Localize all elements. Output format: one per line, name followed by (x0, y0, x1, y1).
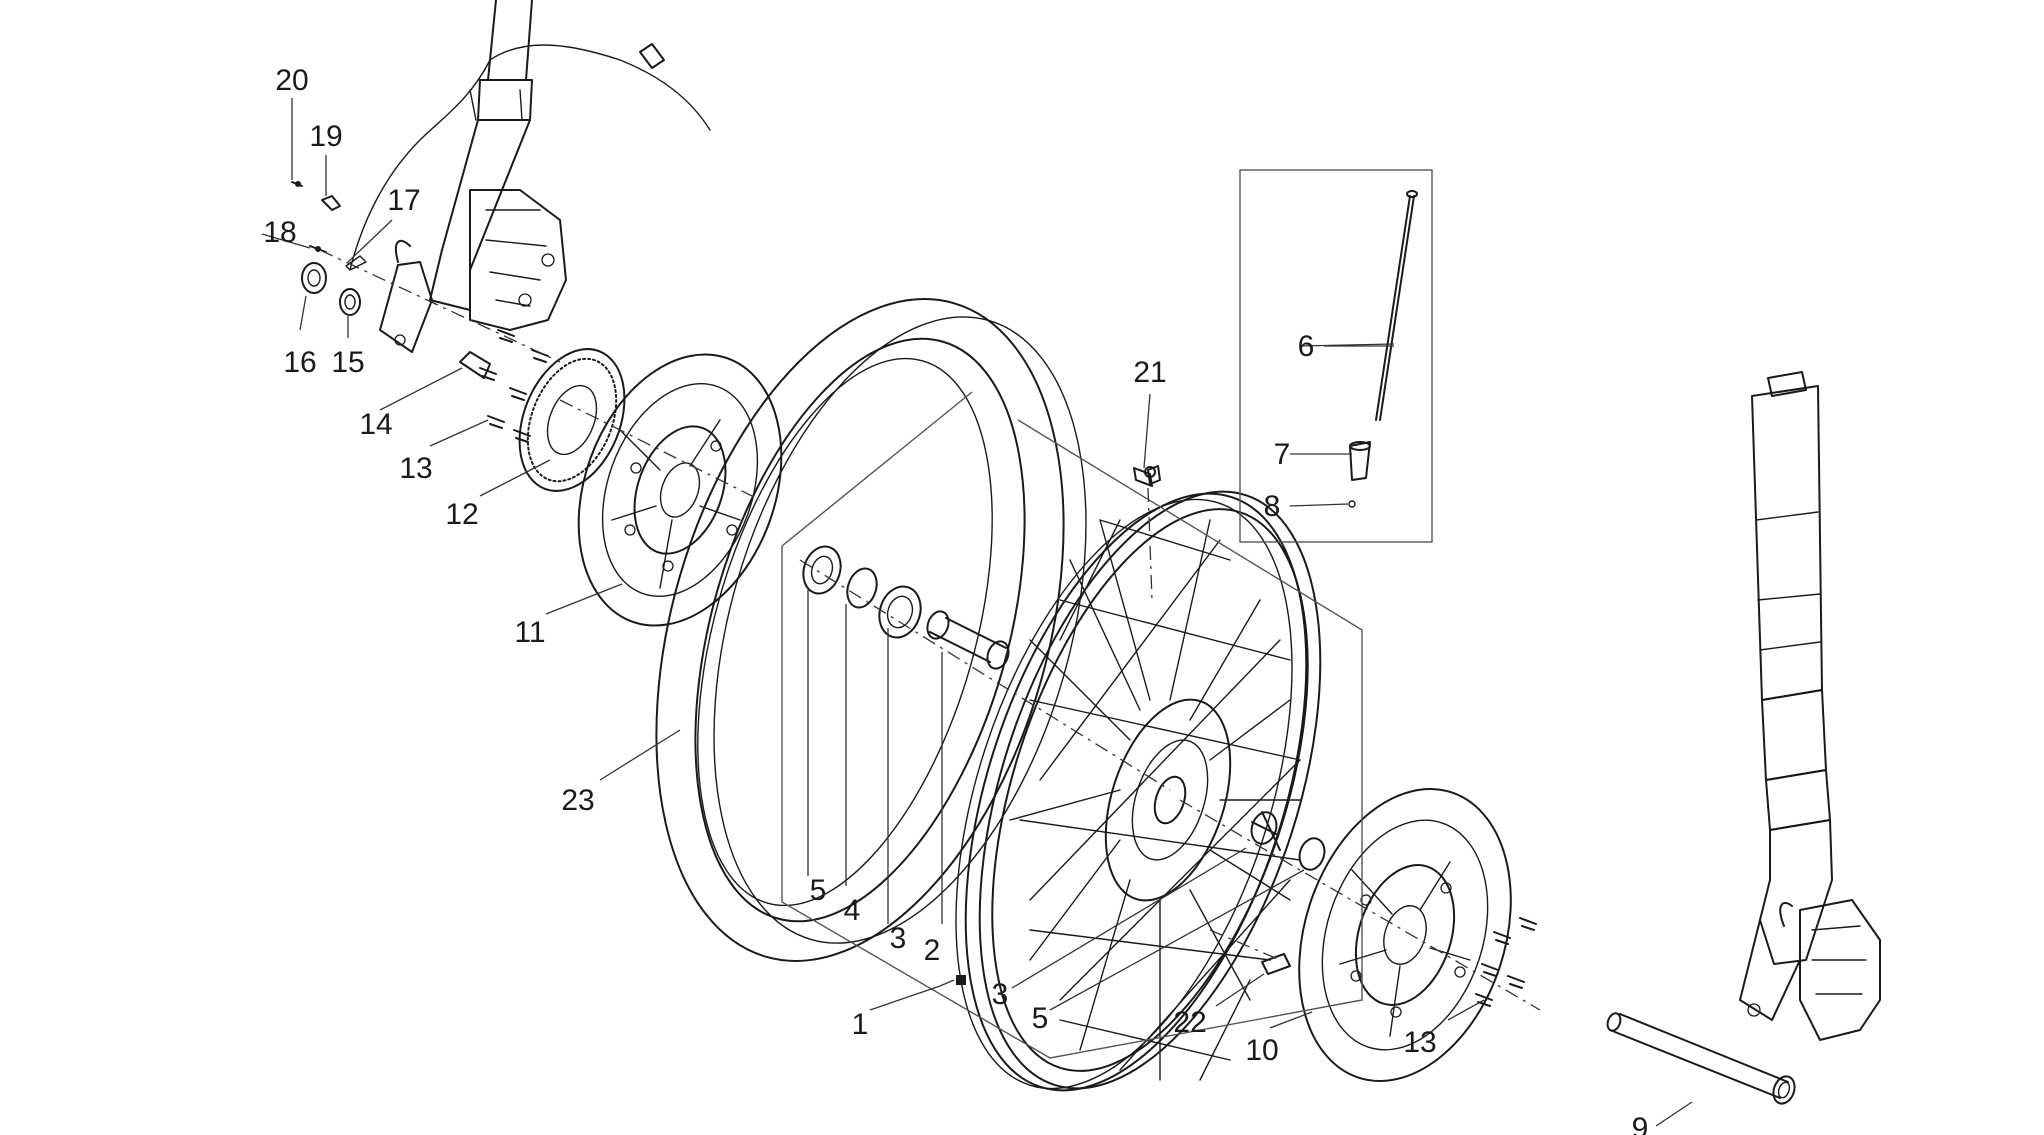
callout-5-right: 5 (1032, 1002, 1049, 1035)
wheel-assembly-outline (781, 391, 1363, 1059)
callout-12: 12 (445, 498, 478, 531)
right-brake-caliper (1799, 899, 1881, 1041)
callout-11: 11 (514, 616, 545, 649)
callout-21: 21 (1133, 356, 1166, 389)
callout-8: 8 (1264, 490, 1281, 523)
tire-valve (1133, 466, 1156, 487)
callout-9: 9 (1632, 1112, 1649, 1135)
callout-5-left: 5 (810, 874, 827, 907)
spoke-kit-inset (1239, 169, 1433, 543)
front-tire (655, 298, 1087, 962)
left-fork-leg (379, 0, 567, 353)
right-disc-bolts (1475, 917, 1537, 1007)
callout-13-right: 13 (1403, 1026, 1436, 1059)
callout-4: 4 (844, 894, 861, 927)
callout-16: 16 (283, 346, 316, 379)
callout-18: 18 (263, 216, 296, 249)
callout-6: 6 (1298, 330, 1315, 363)
callout-14: 14 (359, 408, 392, 441)
callout-19: 19 (309, 120, 342, 153)
abs-tone-ring (518, 348, 626, 492)
left-small-hardware (291, 181, 491, 379)
clip-part (1261, 953, 1291, 975)
callout-20: 20 (275, 64, 308, 97)
callout-15: 15 (331, 346, 364, 379)
right-fork-leg (1739, 371, 1881, 1041)
abs-sensor-cable (345, 43, 711, 271)
left-brake-disc (577, 353, 783, 627)
callout-23: 23 (561, 784, 594, 817)
left-disc-bolts (479, 329, 549, 443)
axis-lines (319, 249, 1541, 1011)
spoked-wheel-rim (955, 465, 1326, 1092)
callout-labels: 20 19 17 18 16 15 14 13 12 11 23 21 6 7 … (263, 64, 1648, 1135)
callout-17: 17 (387, 184, 420, 217)
callout-13-left: 13 (399, 452, 432, 485)
callout-3-right: 3 (992, 978, 1009, 1011)
callout-2: 2 (924, 934, 941, 967)
callout-3-left: 3 (890, 922, 907, 955)
small-square-part (956, 975, 966, 985)
right-brake-disc (1298, 788, 1512, 1082)
left-brake-caliper (469, 189, 567, 331)
callout-1: 1 (852, 1008, 869, 1041)
hub-bearings-seals (802, 545, 1010, 670)
callout-22: 22 (1173, 1006, 1206, 1039)
callout-10: 10 (1245, 1034, 1278, 1067)
callout-7: 7 (1274, 438, 1291, 471)
leader-lines (261, 98, 1693, 1127)
front-axle (1606, 1012, 1796, 1105)
